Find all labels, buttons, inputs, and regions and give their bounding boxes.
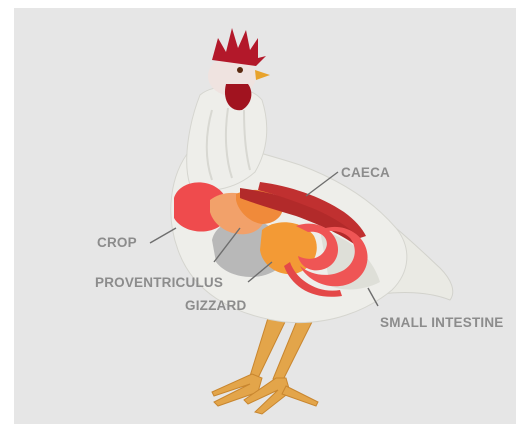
label-gizzard: GIZZARD [185, 298, 246, 313]
eye [237, 67, 243, 73]
label-crop: CROP [97, 235, 137, 250]
label-proventriculus: PROVENTRICULUS [95, 275, 223, 290]
label-caeca: CAECA [341, 165, 390, 180]
label-small-intestine: SMALL INTESTINE [380, 315, 504, 330]
